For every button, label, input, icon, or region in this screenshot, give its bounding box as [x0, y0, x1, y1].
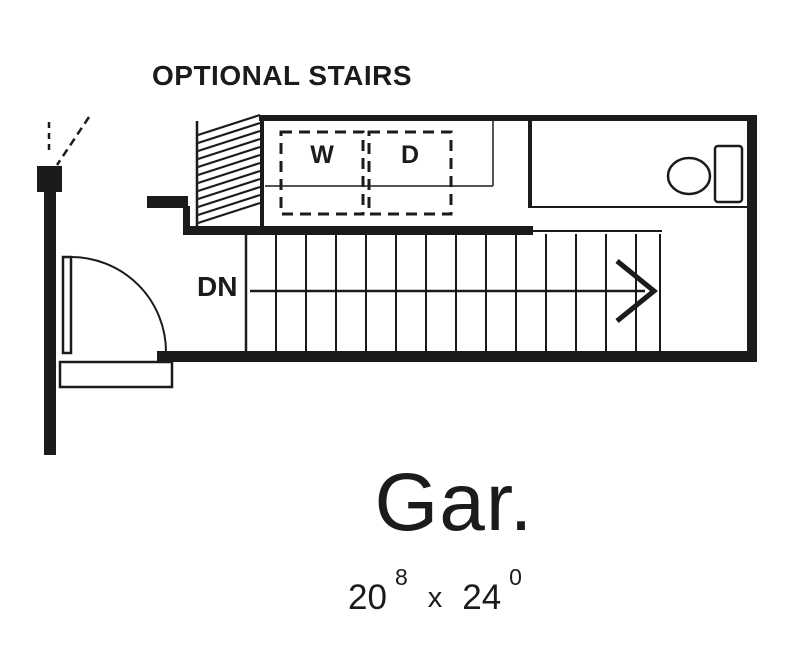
dim-depth-inches: 0 — [509, 564, 522, 590]
stair-treads — [244, 234, 661, 351]
mid-wall — [183, 226, 533, 235]
optional-stairs-hatch — [195, 113, 261, 226]
top-wall — [259, 115, 757, 121]
bottom-wall — [157, 351, 757, 362]
toilet-tank — [713, 144, 744, 204]
down-label: DN — [197, 271, 238, 302]
room-dimensions: 20 8 x 24 0 — [348, 566, 522, 617]
right-wall — [747, 115, 757, 362]
left-wall — [44, 192, 56, 455]
mid-wall-return — [183, 206, 190, 231]
dim-width-inches: 8 — [394, 564, 408, 590]
threshold-mark — [147, 196, 188, 208]
toilet-bowl — [666, 156, 712, 196]
toilet-icon — [666, 144, 744, 204]
door-swing-arc — [70, 256, 167, 353]
dryer-box — [367, 130, 453, 216]
entry-door-leaf — [61, 255, 73, 355]
down-arrow-chevron — [615, 259, 658, 323]
dim-depth-feet: 24 — [462, 578, 502, 617]
walls — [37, 115, 757, 455]
door-step — [58, 360, 174, 389]
left-wall-post — [37, 166, 62, 192]
down-arrow — [250, 259, 658, 323]
dim-width-feet: 20 — [348, 578, 387, 617]
laundry-appliances — [279, 130, 453, 216]
dryer-label: D — [400, 141, 420, 169]
washer-label: W — [310, 141, 334, 169]
entry-door — [58, 255, 174, 389]
washer-box — [279, 130, 365, 216]
room-name: Gar. — [374, 457, 534, 548]
upper-door-swing-diagonal — [55, 116, 91, 166]
optional-stairs-label: OPTIONAL STAIRS — [152, 60, 413, 91]
dim-separator: x — [427, 582, 443, 614]
partitions — [260, 116, 748, 232]
upper-door-swing — [47, 116, 91, 166]
